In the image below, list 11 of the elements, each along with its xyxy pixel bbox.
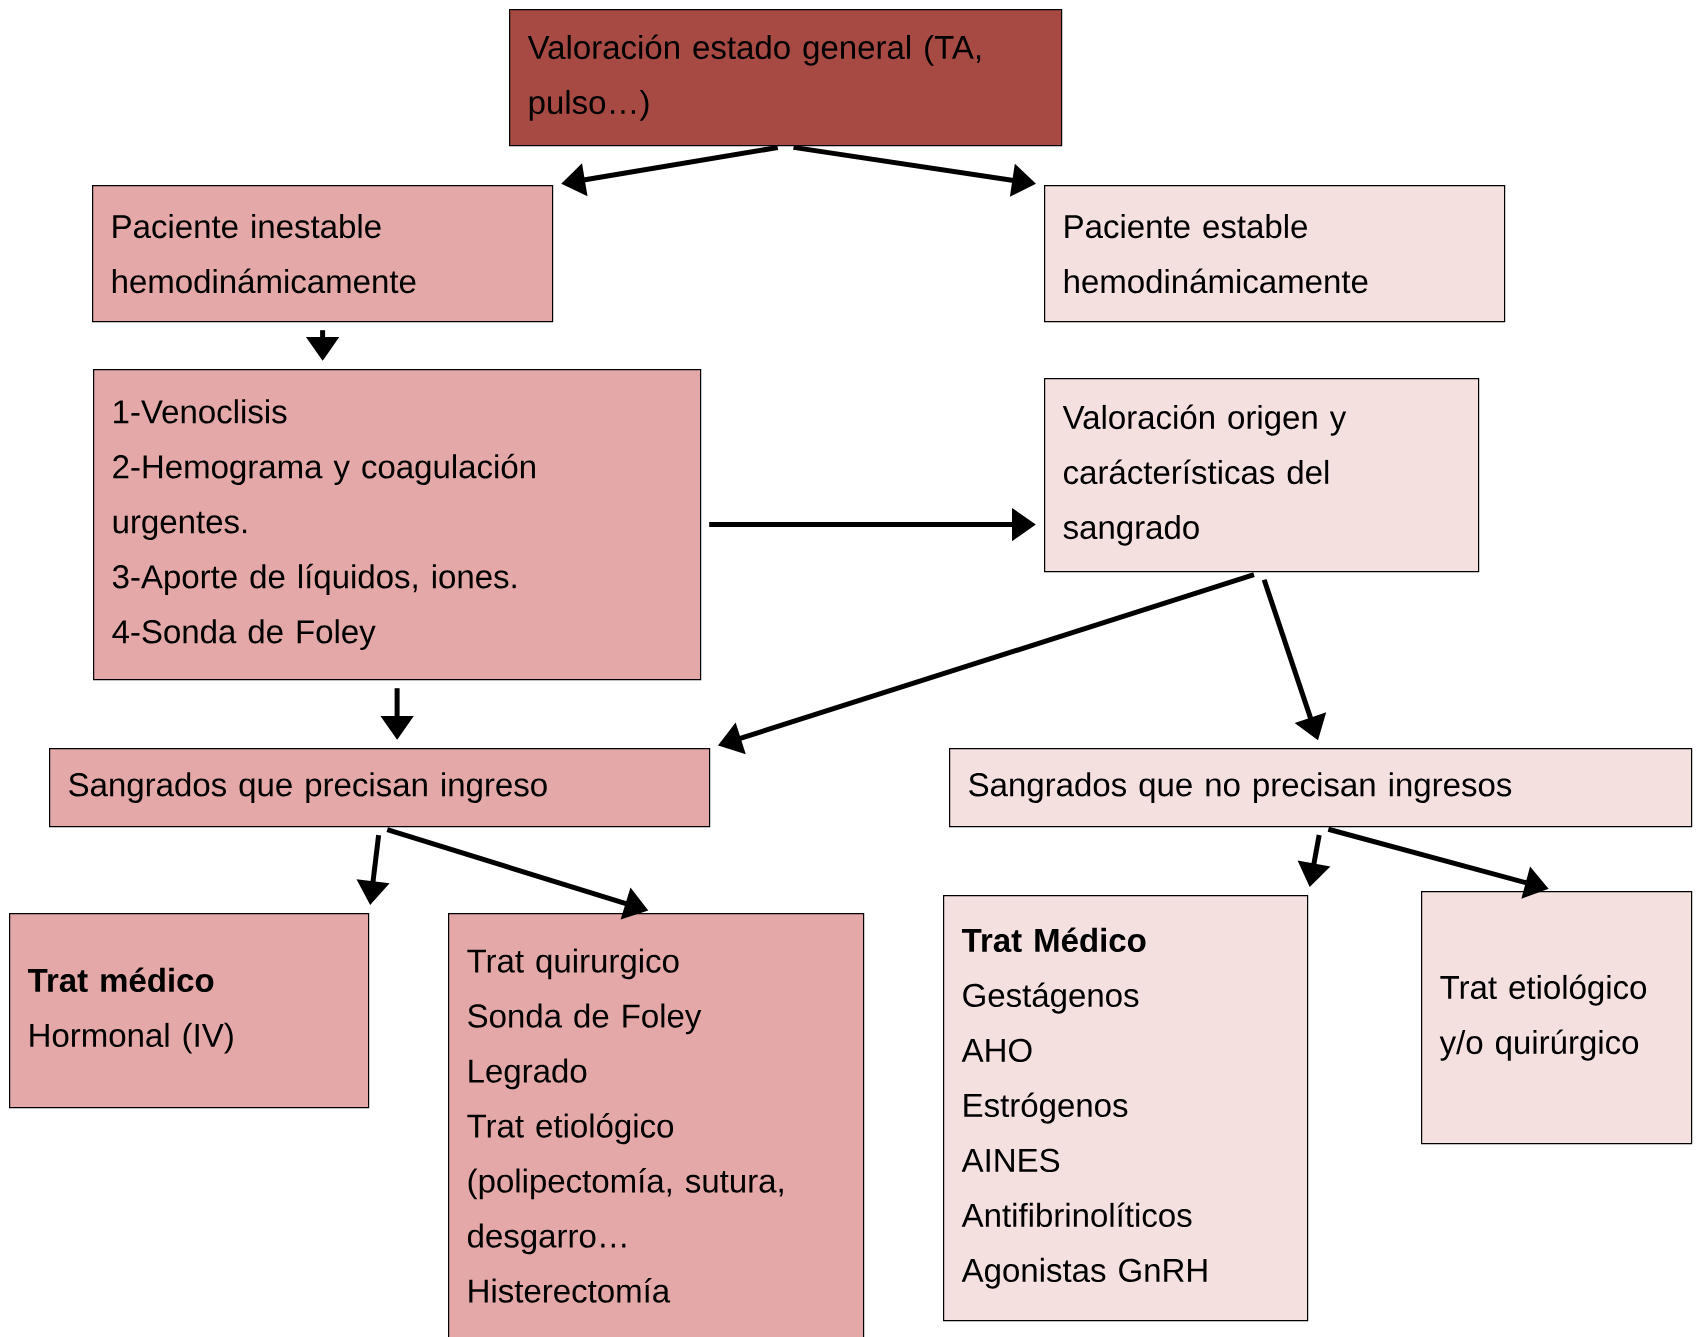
process-box: Valoración origen y carácterísticas del sangrado [1044,378,1480,573]
process-box: Trat etiológico y/o quirúrgico [1421,891,1693,1145]
process-box: Paciente estable hemodinámicamente [1044,185,1506,323]
process-box: Trat médico Hormonal (IV) [9,913,370,1109]
process-box: 1-Venoclisis 2-Hemograma y coagulación urgentes. 3-Aporte de líquidos, iones. 4-Sonda de Foley [93,369,702,681]
process-box: Paciente inestable hemodinámicamente [92,185,554,323]
process-box: Trat quirurgico Sonda de Foley Legrado Trat etiológico (polipectomía, sutura, desgarro… Histerectomía [448,913,865,1337]
process-box: Trat Médico Gestágenos AHO Estrógenos AINES Antifibrinolíticos Agonistas GnRH [943,895,1309,1322]
process-box: Valoración estado general (TA, pulso…) [509,9,1063,147]
process-box: Sangrados que no precisan ingresos [949,748,1693,828]
process-box: Sangrados que precisan ingreso [49,748,711,828]
